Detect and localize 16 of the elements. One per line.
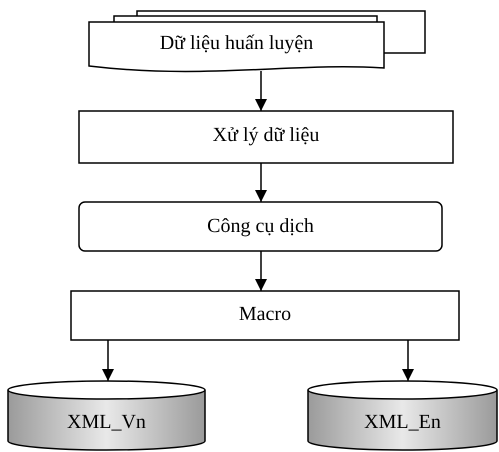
node-label: Xử lý dữ liệu [212,124,320,147]
database-cylinder [308,381,497,450]
node-label: Công cụ dịch [206,215,315,238]
node-label: Dữ liệu huấn luyện [158,32,314,55]
process-box [71,291,459,340]
arrow [402,340,414,381]
node-label: XML_En [363,411,442,434]
arrow [255,163,267,202]
process-box [79,111,453,163]
node-label: Macro [238,303,292,326]
arrow [102,340,114,381]
node-label: XML_Vn [66,411,147,434]
arrow [255,251,267,291]
arrow [255,71,267,111]
database-cylinder [8,381,205,450]
process-box [79,202,442,251]
